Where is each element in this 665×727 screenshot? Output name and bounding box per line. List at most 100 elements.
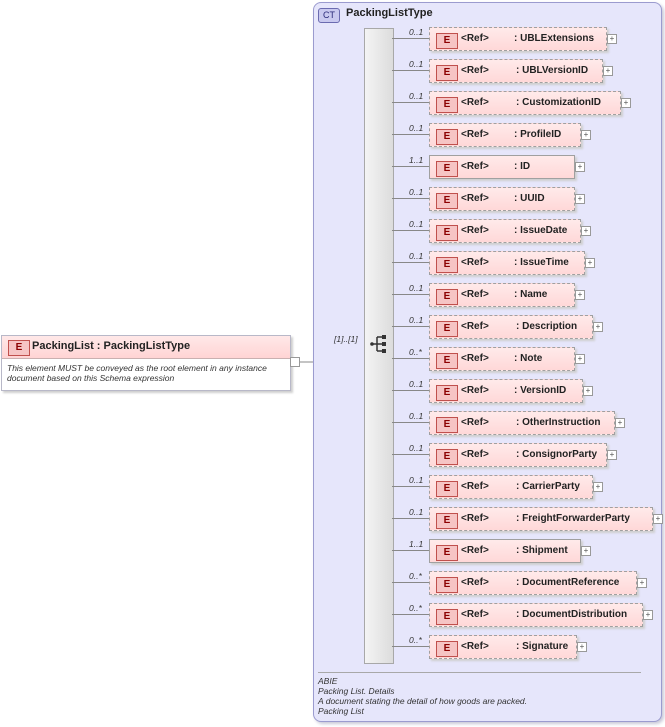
expand-icon[interactable]: + xyxy=(575,162,585,172)
connector-line xyxy=(392,550,429,551)
element-icon: E xyxy=(436,513,458,529)
element-ref: <Ref> xyxy=(461,289,489,300)
element-ref: <Ref> xyxy=(461,353,489,364)
expand-icon[interactable]: + xyxy=(581,546,591,556)
doc-line: ABIE xyxy=(318,676,338,686)
element-node[interactable]: E<Ref>: Shipment xyxy=(429,539,581,563)
occurrence-label: 0..1 xyxy=(409,251,424,261)
element-name: : Shipment xyxy=(516,545,568,556)
element-node[interactable]: E<Ref>: CustomizationID xyxy=(429,91,621,115)
occurrence-label: 0..1 xyxy=(409,315,424,325)
element-node[interactable]: E<Ref>: UUID xyxy=(429,187,575,211)
element-ref: <Ref> xyxy=(461,545,489,556)
element-node[interactable]: E<Ref>: FreightForwarderParty xyxy=(429,507,653,531)
expand-icon[interactable]: + xyxy=(585,258,595,268)
element-name: : Signature xyxy=(516,641,569,652)
doc-line: Packing List xyxy=(318,706,364,716)
occurrence-label: 0..1 xyxy=(409,379,424,389)
expand-icon[interactable]: + xyxy=(643,610,653,620)
expand-icon[interactable]: + xyxy=(637,578,647,588)
element-icon: E xyxy=(436,385,458,401)
root-element-title: PackingList : PackingListType xyxy=(32,340,191,352)
occurrence-label: 0..1 xyxy=(409,411,424,421)
element-node[interactable]: E<Ref>: Signature xyxy=(429,635,577,659)
expand-icon[interactable]: + xyxy=(593,482,603,492)
expand-icon[interactable]: + xyxy=(575,194,585,204)
root-element-box[interactable]: E PackingList : PackingListType This ele… xyxy=(1,335,291,391)
element-icon: E xyxy=(436,97,458,113)
complex-type-title: PackingListType xyxy=(346,7,433,19)
connector-line xyxy=(392,582,429,583)
element-ref: <Ref> xyxy=(461,417,489,428)
occurrence-label: 0..1 xyxy=(409,91,424,101)
element-ref: <Ref> xyxy=(461,129,489,140)
element-node[interactable]: E<Ref>: ProfileID xyxy=(429,123,581,147)
occurrence-label: 0..1 xyxy=(409,219,424,229)
expand-icon[interactable]: + xyxy=(653,514,663,524)
complex-type-icon: CT xyxy=(318,8,340,23)
expand-icon[interactable] xyxy=(290,357,300,367)
expand-icon[interactable]: + xyxy=(607,450,617,460)
element-node[interactable]: E<Ref>: CarrierParty xyxy=(429,475,593,499)
element-node[interactable]: E<Ref> : Note xyxy=(429,347,575,371)
element-node[interactable]: E<Ref>: DocumentReference xyxy=(429,571,637,595)
expand-icon[interactable]: + xyxy=(581,130,591,140)
connector-line xyxy=(392,166,429,167)
occurrence-label: 1..1 xyxy=(409,539,424,549)
sequence-icon xyxy=(370,335,386,353)
element-icon: E xyxy=(436,353,458,369)
element-name: : IssueTime xyxy=(514,257,569,268)
expand-icon[interactable]: + xyxy=(583,386,593,396)
expand-icon[interactable]: + xyxy=(593,322,603,332)
expand-icon[interactable]: + xyxy=(621,98,631,108)
element-ref: <Ref> xyxy=(461,385,489,396)
element-icon: E xyxy=(436,417,458,433)
element-icon: E xyxy=(436,65,458,81)
connector-line xyxy=(392,262,429,263)
element-icon: E xyxy=(436,321,458,337)
element-node[interactable]: E<Ref>: UBLVersionID xyxy=(429,59,603,83)
element-node[interactable]: E<Ref>: DocumentDistribution xyxy=(429,603,643,627)
expand-icon[interactable]: + xyxy=(581,226,591,236)
expand-icon[interactable]: + xyxy=(607,34,617,44)
occurrence-label: 0..* xyxy=(409,571,422,581)
element-ref: <Ref> xyxy=(461,577,489,588)
element-icon: E xyxy=(436,481,458,497)
element-node[interactable]: E<Ref>: OtherInstruction xyxy=(429,411,615,435)
element-node[interactable]: E<Ref>: Description xyxy=(429,315,593,339)
element-ref: <Ref> xyxy=(461,225,489,236)
occurrence-label: 0..1 xyxy=(409,475,424,485)
connector-line xyxy=(392,198,429,199)
element-ref: <Ref> xyxy=(461,609,489,620)
element-node[interactable]: E<Ref>: Name xyxy=(429,283,575,307)
element-node[interactable]: E<Ref>: IssueTime xyxy=(429,251,585,275)
expand-icon[interactable]: + xyxy=(603,66,613,76)
expand-icon[interactable]: + xyxy=(577,642,587,652)
connector-line xyxy=(392,614,429,615)
element-name: : UBLExtensions xyxy=(514,33,595,44)
element-node[interactable]: E<Ref>: ID xyxy=(429,155,575,179)
occurrence-label: 0..* xyxy=(409,603,422,613)
element-ref: <Ref> xyxy=(461,33,489,44)
element-name: : DocumentDistribution xyxy=(516,609,628,620)
connector-line xyxy=(392,38,429,39)
element-name: : ProfileID xyxy=(514,129,562,140)
element-node[interactable]: E<Ref>: UBLExtensions xyxy=(429,27,607,51)
expand-icon[interactable]: + xyxy=(575,354,585,364)
occurrence-label: 0..1 xyxy=(409,443,424,453)
element-icon: E xyxy=(436,257,458,273)
element-node[interactable]: E<Ref>: ConsignorParty xyxy=(429,443,607,467)
occurrence-label: 1..1 xyxy=(409,155,424,165)
element-icon: E xyxy=(436,641,458,657)
element-ref: <Ref> xyxy=(461,513,489,524)
element-node[interactable]: E<Ref>: IssueDate xyxy=(429,219,581,243)
connector-line xyxy=(392,518,429,519)
element-node[interactable]: E<Ref>: VersionID xyxy=(429,379,583,403)
expand-icon[interactable]: + xyxy=(615,418,625,428)
connector-line xyxy=(392,230,429,231)
connector-line xyxy=(392,134,429,135)
occurrence-label: 0..1 xyxy=(409,27,424,37)
doc-line: A document stating the detail of how goo… xyxy=(318,696,528,706)
expand-icon[interactable]: + xyxy=(575,290,585,300)
element-name: : Note xyxy=(514,353,543,364)
